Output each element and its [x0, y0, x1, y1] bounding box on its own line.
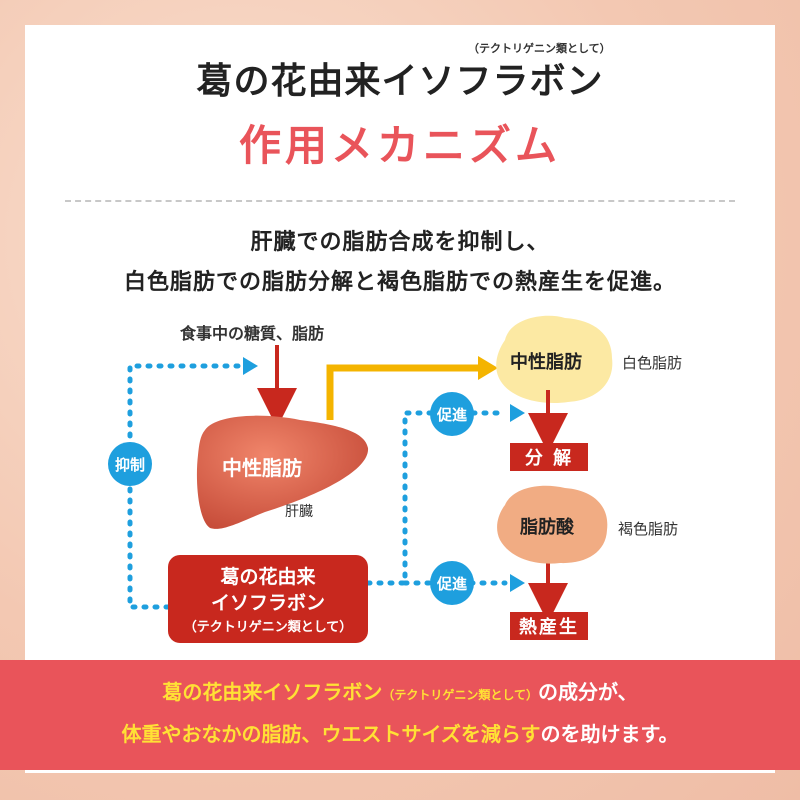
- promote-badge-bottom: 促進: [430, 561, 474, 605]
- page-subtitle: 作用メカニズム: [238, 121, 561, 170]
- fatty-acid-blob-label: 脂肪酸: [520, 517, 574, 538]
- yellow-arrowhead: [478, 356, 498, 380]
- banner-line-2: 体重やおなかの脂肪、ウエストサイズを減らすのを助けます。: [0, 718, 800, 747]
- banner-l1-rest: の成分が、: [538, 680, 638, 704]
- inhibit-arrowhead: [243, 357, 258, 375]
- lead-line-1: 肝臓での脂肪合成を抑制し、: [250, 230, 550, 255]
- source-line-1: 葛の花由来: [220, 566, 316, 588]
- promote-bottom-arrowhead: [510, 574, 525, 592]
- liver-label: 肝臓: [285, 504, 313, 520]
- source-line-3: （テクトリゲニン類として）: [183, 620, 353, 635]
- banner-l2-rest: のを助けます。: [540, 722, 679, 746]
- thermogenesis-tag: 熱産生: [510, 612, 588, 640]
- fatty-acid-blob: [497, 485, 608, 564]
- header-note: （テクトリゲニン類として）: [468, 42, 611, 55]
- food-label: 食事中の糖質、脂肪: [180, 324, 325, 343]
- decompose-tag: 分 解: [510, 443, 588, 471]
- liver-fat-label: 中性脂肪: [222, 456, 302, 480]
- page-title: 葛の花由来イソフラボン: [196, 61, 604, 102]
- promote-top-arrowhead: [510, 404, 525, 422]
- divider: [65, 200, 735, 202]
- promote-path-top: [365, 410, 503, 586]
- banner-l1-highlight: 葛の花由来イソフラボン: [162, 680, 383, 704]
- source-line-2: イソフラボン: [210, 592, 325, 614]
- liver-to-whitefat-arrow: [326, 364, 480, 420]
- lead-line-2: 白色脂肪での脂肪分解と褐色脂肪での熱産生を促進。: [123, 270, 676, 295]
- bottom-banner: 葛の花由来イソフラボン（テクトリゲニン類として）の成分が、 体重やおなかの脂肪、…: [0, 660, 800, 770]
- inhibit-loop: [127, 363, 248, 610]
- banner-l2-highlight: 体重やおなかの脂肪、ウエストサイズを減らす: [121, 722, 541, 746]
- isoflavone-source-box: [168, 555, 368, 643]
- inhibit-badge: 抑制: [108, 442, 152, 486]
- brown-fat-label: 褐色脂肪: [618, 520, 679, 538]
- banner-l1-note: （テクトリゲニン類として）: [382, 688, 539, 702]
- promote-badge-top: 促進: [430, 392, 474, 436]
- liver-shape: [196, 415, 369, 529]
- content-card: [25, 25, 775, 773]
- white-fat-blob: [496, 315, 613, 404]
- white-fat-label: 白色脂肪: [622, 354, 683, 372]
- white-fat-blob-label: 中性脂肪: [510, 352, 582, 373]
- banner-line-1: 葛の花由来イソフラボン（テクトリゲニン類として）の成分が、: [0, 676, 800, 705]
